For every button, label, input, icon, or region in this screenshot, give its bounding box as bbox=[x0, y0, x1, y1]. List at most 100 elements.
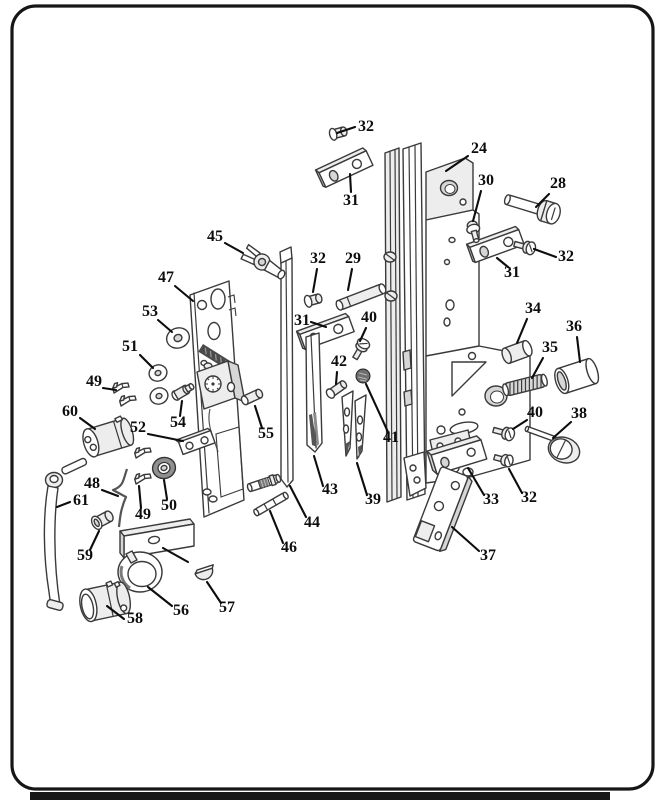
callout-40: 40 bbox=[361, 309, 377, 326]
leader-line-32 bbox=[311, 267, 319, 294]
callout-37: 37 bbox=[480, 547, 496, 564]
rail-screw bbox=[383, 251, 398, 302]
part-51-washers bbox=[148, 364, 169, 405]
part-45-clevis bbox=[240, 243, 286, 280]
callout-39: 39 bbox=[365, 491, 381, 508]
part-52-link-plate bbox=[175, 427, 216, 456]
callout-35: 35 bbox=[542, 339, 558, 356]
part-60-cylinder bbox=[82, 415, 135, 458]
part-28-bolt bbox=[503, 194, 561, 225]
part-49-clip bbox=[112, 382, 130, 394]
callout-58: 58 bbox=[127, 610, 143, 627]
part-35-spring bbox=[502, 373, 548, 397]
part-32-rivet bbox=[303, 293, 323, 308]
part-41-grub-screw bbox=[355, 368, 371, 384]
leader-line-34 bbox=[515, 317, 529, 345]
leader-line-50 bbox=[162, 478, 169, 501]
leader-line-52 bbox=[146, 432, 185, 443]
leader-line-39 bbox=[355, 461, 369, 497]
part-48-spring-wire bbox=[111, 468, 129, 528]
part-44-flat-bar bbox=[279, 246, 294, 488]
leader-line-36 bbox=[575, 335, 582, 364]
callout-32: 32 bbox=[558, 248, 574, 265]
callout-51: 51 bbox=[122, 338, 138, 355]
callout-41: 41 bbox=[383, 429, 399, 446]
bottom-crop-bar bbox=[30, 792, 610, 800]
page-border bbox=[10, 4, 655, 791]
part-29-pin bbox=[335, 283, 387, 311]
part-37-mounting-plate bbox=[412, 466, 473, 553]
callout-33: 33 bbox=[483, 491, 499, 508]
part-31-plate bbox=[465, 225, 525, 264]
callout-28: 28 bbox=[550, 175, 566, 192]
callout-31: 31 bbox=[504, 264, 520, 281]
callout-52: 52 bbox=[130, 419, 146, 436]
callout-40: 40 bbox=[527, 404, 543, 421]
leader-line-57 bbox=[205, 580, 223, 605]
callout-42: 42 bbox=[331, 353, 347, 370]
leader-line-58 bbox=[105, 604, 126, 621]
callout-43: 43 bbox=[322, 481, 338, 498]
leader-line-41 bbox=[364, 382, 390, 434]
leader-line-55 bbox=[253, 404, 264, 430]
leader-line-48 bbox=[100, 488, 120, 498]
leader-line-32 bbox=[532, 247, 558, 259]
callout-31: 31 bbox=[343, 192, 359, 209]
callout-44: 44 bbox=[304, 514, 320, 531]
leader-line-30 bbox=[471, 189, 483, 223]
part-34-plunger bbox=[501, 339, 533, 365]
leader-line-40 bbox=[358, 326, 368, 343]
part-49-clip bbox=[134, 447, 152, 459]
leader-line-49 bbox=[101, 386, 118, 392]
part-49-clip bbox=[134, 473, 152, 485]
leader-line-29 bbox=[346, 267, 354, 292]
callout-29: 29 bbox=[345, 250, 361, 267]
leader-line-44 bbox=[288, 484, 308, 519]
leader-line-31 bbox=[309, 320, 328, 329]
callout-57: 57 bbox=[219, 599, 235, 616]
leader-line-40 bbox=[511, 418, 529, 431]
leader-line-24 bbox=[444, 154, 470, 173]
part-36-sleeve bbox=[554, 357, 600, 395]
callout-49: 49 bbox=[135, 506, 151, 523]
callout-60: 60 bbox=[62, 403, 78, 420]
callout-47: 47 bbox=[158, 269, 174, 286]
callout-32: 32 bbox=[521, 489, 537, 506]
part-33-filler-plate bbox=[426, 435, 488, 475]
leader-line-59 bbox=[88, 529, 101, 552]
part-57-woodruff-key bbox=[194, 564, 214, 581]
part-59-bushing bbox=[90, 510, 114, 531]
leader-line-45 bbox=[223, 241, 245, 255]
callout-53: 53 bbox=[142, 303, 158, 320]
key-position-line bbox=[161, 546, 190, 564]
part-54-stepped-rivet bbox=[171, 383, 195, 401]
callout-32: 32 bbox=[310, 250, 326, 267]
callout-36: 36 bbox=[566, 318, 582, 335]
part-44-knurled-pin bbox=[246, 473, 282, 493]
callout-24: 24 bbox=[471, 140, 487, 157]
part-46-pin bbox=[253, 491, 289, 517]
part-47-faceplate bbox=[189, 280, 246, 518]
leader-line-38 bbox=[551, 420, 573, 440]
leader-line-31 bbox=[495, 256, 510, 269]
leader-line-35 bbox=[530, 356, 545, 380]
part-40-screw bbox=[352, 337, 371, 361]
part-40-screw bbox=[492, 426, 516, 442]
leader-line-60 bbox=[78, 416, 97, 431]
callout-56: 56 bbox=[173, 602, 189, 619]
part-32-screw bbox=[493, 453, 514, 468]
leader-line-46 bbox=[268, 509, 285, 545]
part-30-screw bbox=[466, 220, 481, 244]
part-55-roller bbox=[240, 388, 264, 406]
part-42-roller bbox=[325, 380, 348, 399]
part-31-plate bbox=[314, 147, 374, 188]
part-43-bolt-bar bbox=[305, 332, 323, 453]
leader-line-51 bbox=[138, 353, 155, 370]
leader-line-53 bbox=[156, 318, 174, 334]
leader-line-54 bbox=[178, 399, 184, 418]
callout-45: 45 bbox=[207, 228, 223, 245]
leader-line-33 bbox=[466, 466, 486, 497]
part-32-screw bbox=[513, 240, 537, 256]
